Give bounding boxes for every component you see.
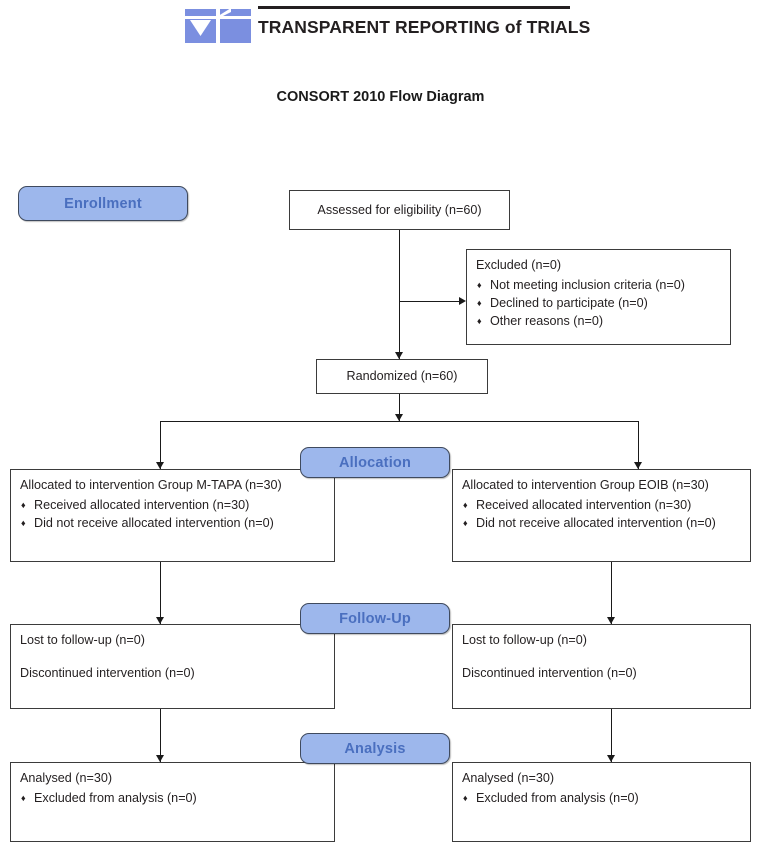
box-analysis-right-title: Analysed (n=30) [462,771,555,785]
box-analysis-right: Analysed (n=30) ♦ Excluded from analysis … [452,762,751,842]
box-allocated-left-list: ♦Received allocated intervention (n=30) … [20,496,325,532]
box-analysis-left-title: Analysed (n=30) [20,771,113,785]
arrow-into-randomized [395,352,403,359]
diamond-bullet-icon: ♦ [463,518,468,528]
connector-to-randomized [399,301,401,359]
box-randomized-title: Randomized (n=60) [346,369,458,383]
box-followup-left-line1: Lost to follow-up (n=0) [20,633,145,647]
connector-alloc-left-to-follow [160,562,162,624]
list-item: ♦ Excluded from analysis (n=0) [462,789,741,807]
list-item-label: Not meeting inclusion criteria (n=0) [490,278,685,292]
stage-badge-followup: Follow-Up [300,603,450,634]
connector-split-horizontal [160,421,639,423]
diamond-bullet-icon: ♦ [21,793,26,803]
connector-split-right [638,421,640,469]
consort-logo [185,8,251,43]
list-item: ♦ Excluded from analysis (n=0) [20,789,325,807]
list-item: ♦ Received allocated intervention (n=30) [462,496,741,514]
header-rule [258,6,570,9]
list-item-label: Received allocated intervention (n=30) [34,498,250,512]
arrow-into-analysis-left [156,755,164,762]
box-allocated-right-list: ♦Received allocated intervention (n=30) … [462,496,741,532]
connector-alloc-right-to-follow [611,562,613,624]
diamond-bullet-icon: ♦ [463,500,468,510]
box-followup-right-line2: Discontinued intervention (n=0) [462,666,637,680]
box-analysis-left-list: ♦ Excluded from analysis (n=0) [20,789,325,807]
arrow-into-analysis-right [607,755,615,762]
list-item: ♦ Other reasons (n=0) [476,312,721,330]
box-assessed-title: Assessed for eligibility (n=60) [317,202,482,217]
box-followup-left: Lost to follow-up (n=0) Discontinued int… [10,624,335,709]
box-allocated-right-title: Allocated to intervention Group EOIB (n=… [462,478,709,492]
connector-split-left [160,421,162,469]
list-item: ♦ Not meeting inclusion criteria (n=0) [476,276,721,294]
connector-randomized-down [399,394,401,421]
box-randomized: Randomized (n=60) [316,359,488,394]
diamond-bullet-icon: ♦ [477,316,482,326]
list-item: ♦ Received allocated intervention (n=30) [20,496,325,514]
stage-badge-followup-label: Follow-Up [339,610,411,627]
box-excluded-title: Excluded (n=0) [476,258,562,272]
list-item: ♦ Did not receive allocated intervention … [462,514,741,532]
brand-title: TRANSPARENT REPORTING of TRIALS [258,17,591,37]
diamond-bullet-icon: ♦ [463,793,468,803]
arrow-to-excluded [459,297,466,305]
box-excluded-list: ♦ Not meeting inclusion criteria (n=0) ♦ D… [476,276,721,330]
arrow-into-alloc-left [156,462,164,469]
diamond-bullet-icon: ♦ [477,280,482,290]
stage-badge-allocation-label: Allocation [338,454,412,471]
list-item: ♦ Did not receive allocated intervention … [20,514,325,532]
stage-badge-analysis: Analysis [300,733,450,764]
list-item-label: Received allocated intervention (n=30) [476,498,692,512]
connector-follow-left-to-analysis [160,709,162,762]
connector-assessed-to-excluded [399,301,461,303]
connector-follow-right-to-analysis [611,709,613,762]
box-allocated-right: Allocated to intervention Group EOIB (n=… [452,469,751,562]
arrow-randomized-split [395,414,403,421]
diamond-bullet-icon: ♦ [21,518,26,528]
box-assessed-for-eligibility: Assessed for eligibility (n=60) [289,190,510,230]
diamond-bullet-icon: ♦ [477,298,482,308]
box-analysis-right-list: ♦ Excluded from analysis (n=0) [462,789,741,807]
box-excluded: Excluded (n=0) ♦ Not meeting inclusion cr… [466,249,731,345]
page-header: TRANSPARENT REPORTING of TRIALS [0,0,761,60]
arrow-into-follow-left [156,617,164,624]
arrow-into-follow-right [607,617,615,624]
list-item: ♦ Declined to participate (n=0) [476,294,721,312]
list-item-label: Excluded from analysis (n=0) [476,791,639,805]
box-analysis-left: Analysed (n=30) ♦ Excluded from analysis … [10,762,335,842]
stage-badge-analysis-label: Analysis [344,740,406,757]
box-allocated-left: Allocated to intervention Group M-TAPA (… [10,469,335,562]
list-item-label: Other reasons (n=0) [490,314,604,328]
box-followup-left-line2: Discontinued intervention (n=0) [20,666,195,680]
list-item-label: Did not receive allocated intervention (… [476,516,716,530]
arrow-into-alloc-right [634,462,642,469]
list-item-label: Excluded from analysis (n=0) [34,791,197,805]
box-followup-right-line1: Lost to follow-up (n=0) [462,633,587,647]
stage-badge-enrollment-label: Enrollment [64,195,142,212]
list-item-label: Did not receive allocated intervention (… [34,516,274,530]
stage-badge-enrollment: Enrollment [18,186,188,221]
box-allocated-left-title: Allocated to intervention Group M-TAPA (… [20,478,282,492]
box-followup-right: Lost to follow-up (n=0) Discontinued int… [452,624,751,709]
list-item-label: Declined to participate (n=0) [490,296,648,310]
connector-assessed-to-randomized [399,230,401,302]
stage-badge-allocation: Allocation [300,447,450,478]
page-title: CONSORT 2010 Flow Diagram [276,89,485,105]
diamond-bullet-icon: ♦ [21,500,26,510]
